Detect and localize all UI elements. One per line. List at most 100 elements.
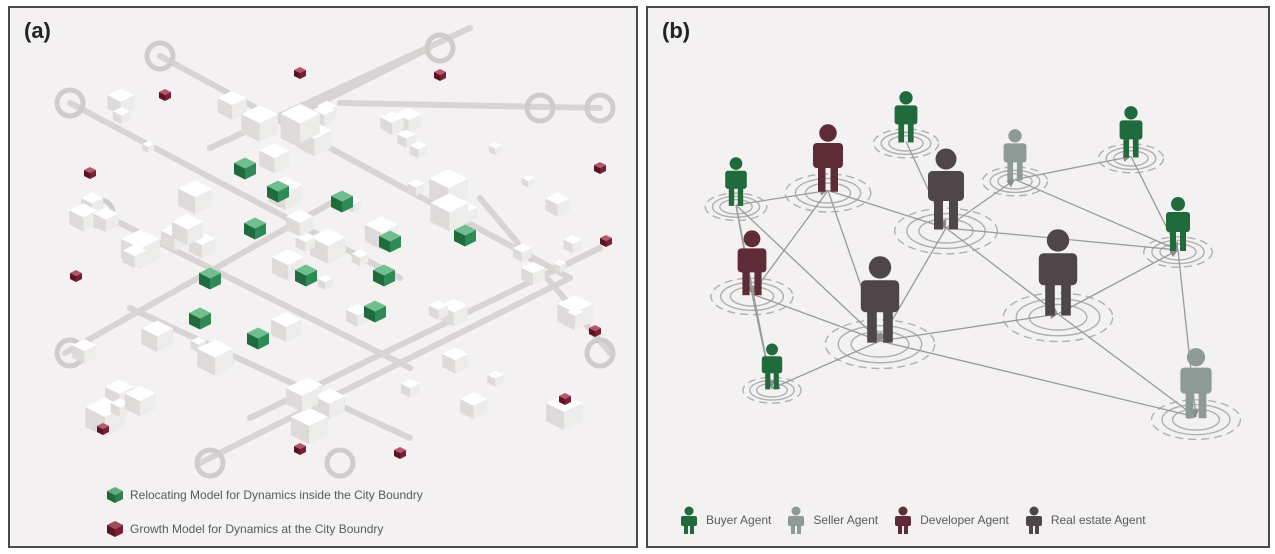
road-line xyxy=(67,100,403,281)
building xyxy=(512,243,532,262)
agent-ring xyxy=(888,135,924,152)
agent-ring xyxy=(1150,399,1242,441)
developer-agent-icon xyxy=(895,506,912,534)
agent-ring xyxy=(1171,408,1221,431)
relocating-cube xyxy=(373,264,395,287)
agent-ring xyxy=(1161,403,1231,436)
relation-arrow xyxy=(1057,313,1197,418)
road-ring xyxy=(144,40,176,72)
legend-seller: Seller Agent xyxy=(785,506,878,534)
agent-ring xyxy=(711,195,761,218)
relocating-cube xyxy=(234,157,256,180)
agent-ring xyxy=(872,128,940,159)
buyer-agent xyxy=(725,157,747,206)
relation-arrow xyxy=(751,190,829,295)
buyer-agent xyxy=(894,91,918,143)
road-ring xyxy=(194,447,226,479)
building xyxy=(442,347,469,374)
relation-arrow xyxy=(945,227,1059,315)
building xyxy=(259,142,290,174)
legend-seller-text: Seller Agent xyxy=(813,513,879,527)
relocating-cube xyxy=(267,180,289,203)
building xyxy=(241,105,279,142)
agent-legend: Buyer Agent Seller Agent Developer Agent… xyxy=(678,506,1160,534)
buyer-agent xyxy=(1119,106,1143,158)
building xyxy=(407,179,425,197)
buyer-agent-icon xyxy=(681,506,697,534)
growth-cube xyxy=(84,167,96,179)
building xyxy=(124,386,156,417)
building xyxy=(380,111,404,135)
legend-real-estate: Real estate Agent xyxy=(1023,506,1146,534)
building xyxy=(197,339,234,376)
building xyxy=(112,106,131,125)
real-estate-agent xyxy=(928,148,964,230)
building xyxy=(142,140,155,153)
agent-ring xyxy=(1028,303,1088,331)
agent-ring xyxy=(710,277,794,316)
building xyxy=(217,90,247,120)
legend-growth-text: Growth Model for Dynamics at the City Bo… xyxy=(130,522,384,536)
building xyxy=(271,311,302,343)
building xyxy=(428,300,449,320)
building xyxy=(400,379,420,398)
agent-ring xyxy=(1097,143,1165,174)
building xyxy=(295,232,316,252)
seller-agent xyxy=(1003,129,1027,181)
building xyxy=(430,193,469,232)
legend-relocating-model: Relocating Model for Dynamics inside the… xyxy=(106,486,423,504)
agent-ring xyxy=(906,212,986,250)
agent-ring xyxy=(1159,243,1197,261)
agent-ring xyxy=(1151,239,1205,265)
green-cube-icon xyxy=(107,487,123,503)
relation-arrow xyxy=(1057,249,1179,315)
agent-ring xyxy=(850,330,910,358)
building xyxy=(317,274,333,291)
agent-ring xyxy=(755,382,788,398)
building xyxy=(272,249,304,281)
growth-cube xyxy=(294,67,306,79)
relocating-cube xyxy=(247,327,269,350)
agent-ring xyxy=(837,324,923,364)
agent-ring xyxy=(997,173,1033,190)
agent-ring xyxy=(880,131,932,156)
growth-cube xyxy=(97,423,109,435)
building xyxy=(553,259,567,273)
growth-cube xyxy=(294,443,306,455)
relocating-cube xyxy=(189,307,211,330)
building xyxy=(171,214,204,246)
relation-arrow xyxy=(879,340,1197,419)
building xyxy=(178,180,213,215)
relation-arrow xyxy=(751,293,881,342)
growth-cube xyxy=(559,393,571,405)
panel-a-city-diagram: (a) Relocating Model for Dynamics inside… xyxy=(8,6,638,548)
agent-ring xyxy=(794,177,862,209)
road-ring xyxy=(324,447,356,479)
agent-network-illustration xyxy=(704,91,1242,441)
road-line xyxy=(157,53,573,281)
road-ring xyxy=(524,92,556,124)
agent-ring xyxy=(1002,292,1114,343)
agent-ring xyxy=(893,207,998,255)
road-ring xyxy=(584,337,616,369)
road-ring xyxy=(424,32,456,64)
real-estate-agent-icon xyxy=(1025,506,1042,534)
growth-cube xyxy=(70,270,82,282)
seller-agent xyxy=(1180,348,1212,419)
relation-arrow xyxy=(735,187,829,206)
building xyxy=(567,307,584,325)
relation-arrow xyxy=(879,311,1059,342)
building xyxy=(487,370,504,387)
relocating-cube xyxy=(331,190,353,213)
road-line xyxy=(197,275,573,466)
agent-ring xyxy=(1143,236,1213,268)
seller-agent-icon xyxy=(788,506,805,534)
legend-buyer-text: Buyer Agent xyxy=(706,513,772,527)
relocating-cube xyxy=(199,267,221,290)
city-grid-illustration xyxy=(54,25,616,479)
agent-ring xyxy=(704,192,768,222)
agent-ring xyxy=(729,286,775,307)
building xyxy=(71,338,97,364)
legend-buyer: Buyer Agent xyxy=(678,506,771,534)
relocating-cube xyxy=(379,230,401,253)
